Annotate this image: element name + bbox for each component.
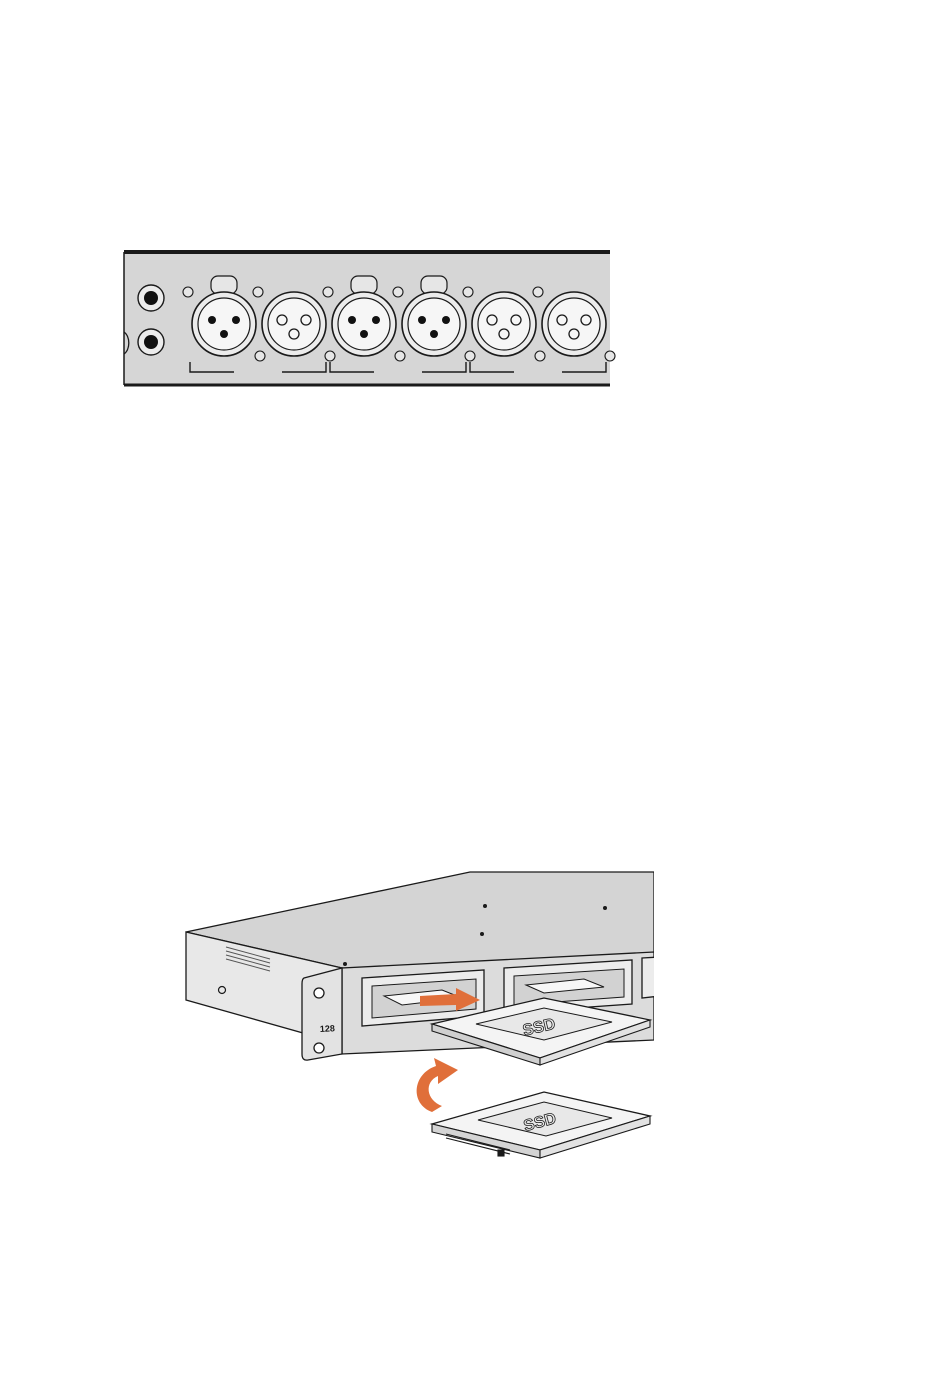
top-screw (603, 906, 607, 910)
top-screw (343, 962, 347, 966)
flip-arrow-icon (417, 1058, 458, 1112)
front-model-label: 128 (320, 1023, 336, 1034)
top-screw (483, 904, 487, 908)
ssd-installation-figure: 128 (180, 868, 660, 1163)
xlr-panel-illustration (120, 248, 614, 390)
ssd-drive-icon: SSD (432, 1092, 650, 1158)
top-screw (480, 932, 484, 936)
rca-jack-icon (138, 285, 164, 311)
rca-jack-icon (138, 329, 164, 355)
ssd-installation-illustration: 128 (180, 868, 660, 1163)
front-module-partial (642, 957, 660, 998)
rack-ear-hole (314, 988, 324, 998)
xlr-connector-panel-figure (120, 248, 614, 390)
rack-ear-hole (314, 1043, 324, 1053)
